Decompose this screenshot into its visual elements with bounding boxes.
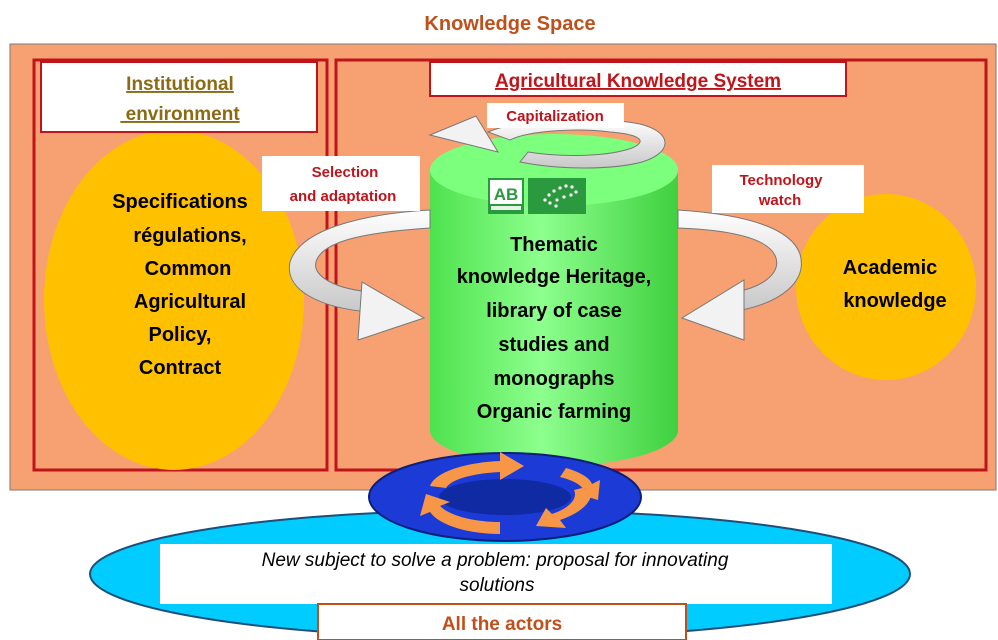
- institutional-line: Specifications: [112, 191, 248, 213]
- capitalization-label-box: [487, 103, 624, 128]
- capitalization-arrow: [428, 115, 666, 169]
- institutional-heading-line1: Institutional: [126, 74, 234, 95]
- academic-line1: Academic: [843, 257, 938, 279]
- capitalization-label: Capitalization: [506, 108, 604, 125]
- selection-line1: Selection: [312, 164, 379, 181]
- ab-logo-text: AB: [494, 185, 519, 204]
- institutional-line: régulations,: [133, 225, 246, 247]
- cylinder-line: knowledge Heritage,: [457, 266, 652, 288]
- institutional-line: Policy,: [149, 324, 212, 346]
- academic-line2: knowledge: [843, 290, 946, 312]
- institutional-heading-line2: environment: [120, 104, 240, 125]
- eu-organic-logo: [528, 178, 586, 214]
- institutional-line: Contract: [139, 357, 222, 379]
- problem-box: [160, 544, 832, 604]
- institutional-ellipse: [44, 130, 304, 470]
- cylinder-line: studies and: [498, 334, 609, 356]
- aks-heading: Agricultural Knowledge System: [495, 71, 781, 92]
- selection-label-box: [262, 156, 420, 211]
- institutional-heading-box: [40, 61, 318, 133]
- technology-line1: Technology: [739, 172, 823, 189]
- institutional-line: Agricultural: [134, 291, 246, 313]
- cylinder-line: Thematic: [510, 234, 598, 256]
- actors-label: All the actors: [442, 614, 562, 635]
- ab-logo: AB: [488, 178, 524, 214]
- technology-label-box: [712, 165, 864, 213]
- cylinder-text: Thematic knowledge Heritage, library of …: [457, 234, 652, 423]
- cylinder-line: monographs: [493, 368, 614, 390]
- cylinder-line: library of case: [486, 300, 622, 322]
- institutional-text: Specifications régulations, Common Agric…: [112, 191, 248, 379]
- problem-line2: solutions: [460, 575, 535, 596]
- cylinder-line: Organic farming: [477, 401, 631, 423]
- selection-line2: and adaptation: [290, 188, 397, 205]
- page-title: Knowledge Space: [424, 13, 595, 35]
- institutional-line: Common: [145, 258, 232, 280]
- actors-label-box: [317, 603, 687, 640]
- problem-line1: New subject to solve a problem: proposal…: [262, 550, 729, 571]
- selection-arrow: [288, 209, 431, 341]
- aks-heading-box: [429, 61, 847, 97]
- roundabout-icon: [368, 452, 642, 542]
- technology-watch-arrow: [677, 209, 802, 341]
- academic-ellipse: [796, 194, 976, 380]
- technology-line2: watch: [758, 192, 802, 209]
